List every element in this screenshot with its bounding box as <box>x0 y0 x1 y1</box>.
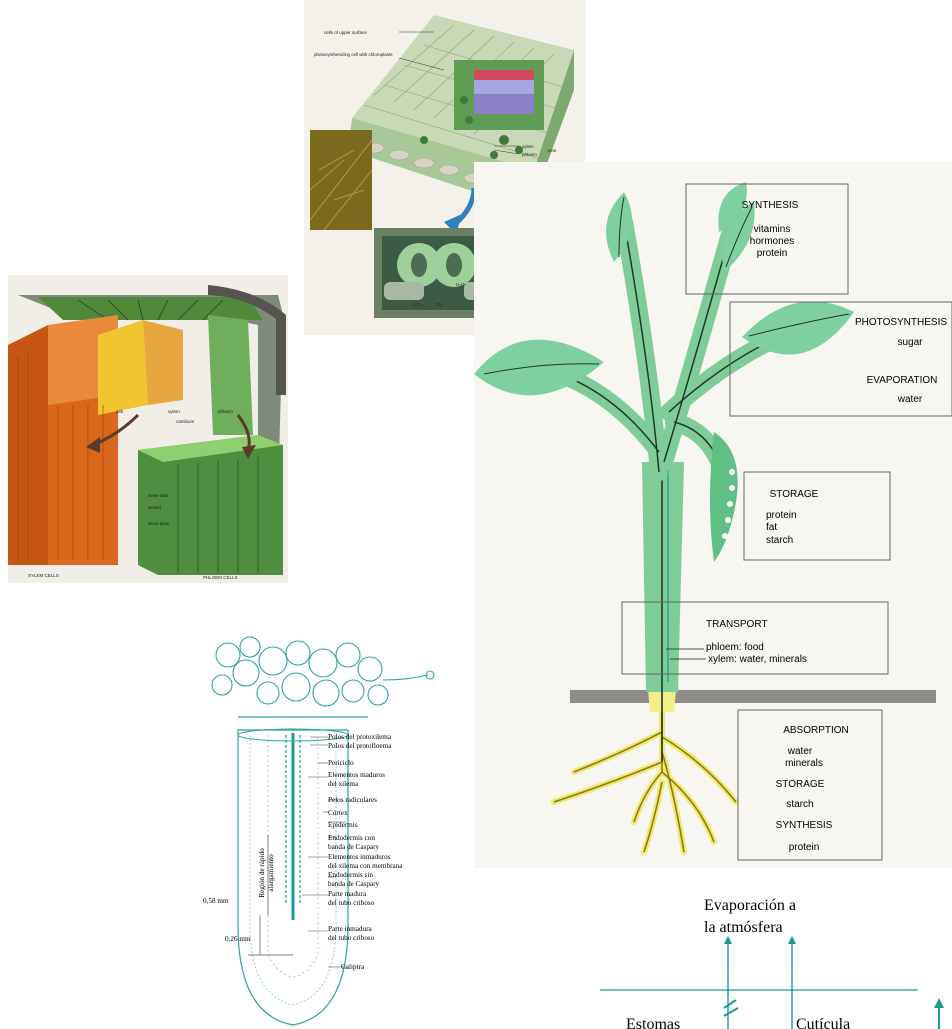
label-stomata: Estomas <box>626 1016 680 1029</box>
main-stem <box>642 462 684 692</box>
label-cells-upper-surface: cells of upper surface <box>324 30 367 35</box>
absorption-synthesis-item: protein <box>789 842 820 853</box>
up-arrow-icon <box>934 998 944 1008</box>
storage-title: STORAGE <box>770 489 819 500</box>
root-label-protophloem: Polos del protofloema <box>328 742 392 750</box>
root-label-endodermis-without-2: banda de Caspary <box>328 880 379 888</box>
label-pith: pith <box>116 409 124 414</box>
label-cambium: cambium <box>176 419 195 424</box>
evaporation-item-water: water <box>897 394 923 405</box>
label-xylem: xylem <box>522 144 534 149</box>
soil-line <box>570 690 936 703</box>
synthesis-title: SYNTHESIS <box>742 200 799 211</box>
root-label-protoxylem: Polos del protoxilema <box>328 733 392 741</box>
storage-item-starch: starch <box>766 535 793 546</box>
root-tip-diagram: Polos del protoxilema Polos del protoflo… <box>198 625 448 1029</box>
synthesis-item-protein: protein <box>757 248 788 259</box>
label-photosynthesizing-cell: photosynthesizing cell with chloroplasts <box>314 52 393 57</box>
synthesis-item-hormones: hormones <box>750 236 794 247</box>
plant-illustration: SYNTHESIS vitamins hormones protein PHOT… <box>474 162 952 868</box>
synthesis-item-vitamins: vitamins <box>754 224 791 235</box>
root-measure-058: 0,58 mm <box>203 897 229 905</box>
label-sieve-tube: sieve tube <box>148 493 169 498</box>
label-cuticle: Cutícula <box>796 1016 850 1029</box>
label-stem-phloem: phloem <box>218 409 233 414</box>
transport-title: TRANSPORT <box>706 619 768 630</box>
root-cross-section-cells <box>212 637 434 706</box>
root-label-endodermis-with-2: banda de Caspary <box>328 843 379 851</box>
label-o2: O₂ <box>436 302 442 307</box>
label-stem-xylem: xylem <box>168 409 180 414</box>
root-label-endodermis-without-1: Endodermis sin <box>328 871 373 879</box>
root-label-immature-sieve-tube-1: Parte inmadura <box>328 925 373 933</box>
root-label-root-hairs: Pelos radiculares <box>328 796 377 804</box>
root-label-immature-sieve-tube-2: del tubo criboso <box>328 934 375 942</box>
root-label-immature-xylem-1: Elementos inmaduros <box>328 853 391 861</box>
root-region-label-2: alargamiento <box>267 854 275 892</box>
label-sieve-plate: sieve plate <box>148 521 170 526</box>
pea-pod <box>710 432 738 562</box>
absorption-storage-title: STORAGE <box>776 779 825 790</box>
root-measure-026: 0,26 mm <box>225 935 251 943</box>
absorption-item-water: water <box>787 746 813 757</box>
root-label-root-cap: Caliptra <box>341 963 365 971</box>
plant-functions-panel: SYNTHESIS vitamins hormones protein PHOT… <box>474 162 952 868</box>
root-label-pericycle: Periciclo <box>328 759 354 767</box>
evaporation-title: EVAPORATION <box>867 375 938 386</box>
evaporation-illustration: Evaporación a la atmósfera Estomas Cutíc… <box>596 880 952 1029</box>
root-label-immature-xylem-2: del xilema con membrana <box>328 862 403 870</box>
root-label-mature-sieve-tube-1: Parte madura <box>328 890 367 898</box>
root-label-cortex: Córtex <box>328 809 348 817</box>
root-label-mature-xylem-2: del xilema <box>328 780 359 788</box>
root-region-label-1: Región de rápido <box>258 848 266 898</box>
root-label-epidermis: Epidermis <box>328 821 358 829</box>
storage-item-fat: fat <box>766 522 777 533</box>
photosynthesis-title: PHOTOSYNTHESIS <box>855 317 947 328</box>
label-phloem-cells: PHLOEM CELLS <box>203 575 238 580</box>
stem-tissue-illustration: pith xylem cambium phloem XYLEM CELLS PH… <box>8 275 288 583</box>
storage-item-protein: protein <box>766 510 797 521</box>
stem-tissue-panel: pith xylem cambium phloem XYLEM CELLS PH… <box>8 275 288 583</box>
root-label-mature-sieve-tube-2: del tubo criboso <box>328 899 375 907</box>
evaporation-title-line1: Evaporación a <box>704 897 796 914</box>
label-vessel: vessel <box>148 505 161 510</box>
transport-phloem: phloem: food <box>706 642 764 653</box>
label-xylem-cells: XYLEM CELLS <box>28 573 59 578</box>
label-co2: CO₂ <box>414 302 423 307</box>
absorption-item-minerals: minerals <box>785 758 823 769</box>
label-phloem: phloem <box>522 152 537 157</box>
absorption-storage-item: starch <box>786 799 813 810</box>
absorption-synthesis-title: SYNTHESIS <box>776 820 833 831</box>
evaporation-title-line2: la atmósfera <box>704 919 783 936</box>
absorption-title: ABSORPTION <box>783 725 849 736</box>
evaporation-diagram: Evaporación a la atmósfera Estomas Cutíc… <box>596 880 952 1029</box>
root-tip-illustration: Polos del protoxilema Polos del protoflo… <box>198 625 448 1029</box>
label-h2o: H₂O <box>456 282 465 287</box>
root-label-endodermis-with-1: Endodermis con <box>328 834 375 842</box>
leaves <box>474 182 854 395</box>
photosynthesis-item-sugar: sugar <box>897 337 923 348</box>
label-vein: vein <box>548 148 557 153</box>
root-label-mature-xylem-1: Elementos maduros <box>328 771 385 779</box>
transport-xylem: xylem: water, minerals <box>708 654 807 665</box>
